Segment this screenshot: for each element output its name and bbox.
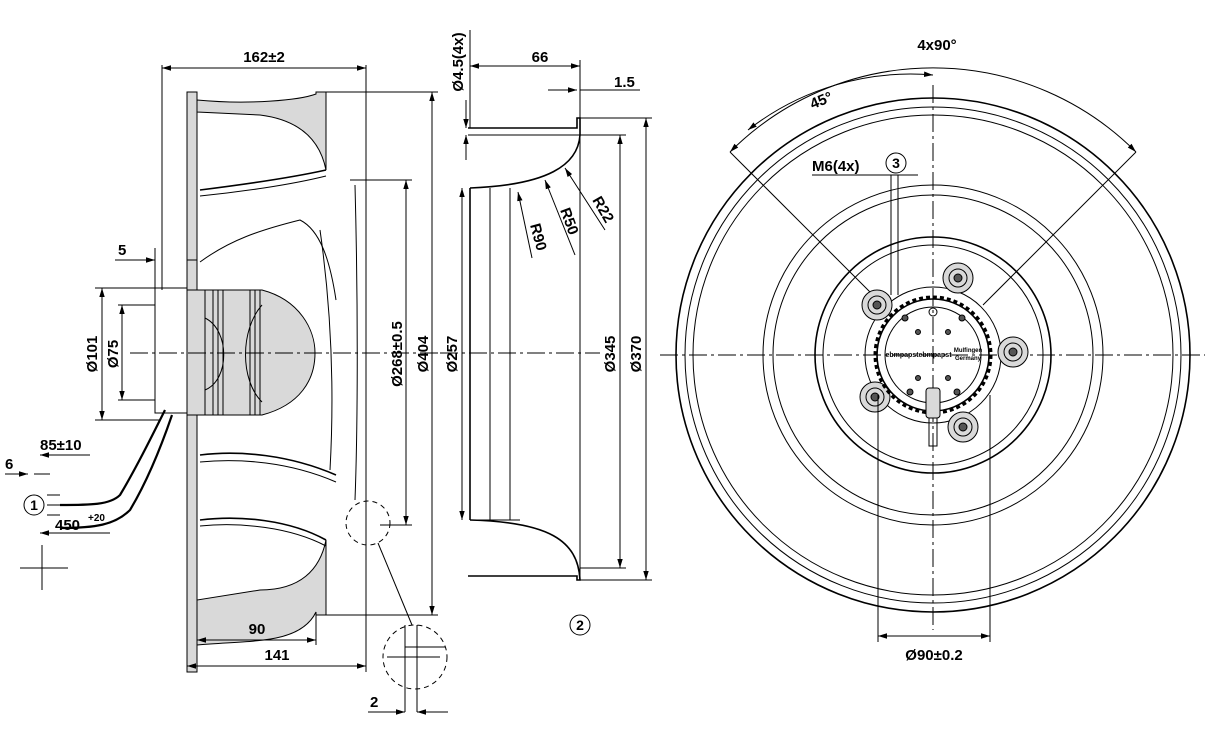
- blade: [199, 517, 327, 541]
- dim-angle-45: 45°: [808, 89, 835, 113]
- mounting-boss: [947, 411, 979, 443]
- svg-text:3: 3: [892, 155, 900, 171]
- dim-1-5: 1.5: [614, 74, 635, 91]
- callout-3: [885, 152, 907, 174]
- mounting-boss: [861, 289, 893, 321]
- dim-d257: Ø257: [444, 336, 461, 373]
- dim-66: 66: [532, 49, 549, 66]
- nozzle-profile-bottom: [468, 519, 581, 581]
- dim-cable-85: 85±10: [40, 437, 82, 454]
- section-view: 66 1.5 Ø4.5(4x) R22 R50 R90 Ø257 Ø345 Ø3…: [440, 30, 652, 636]
- dim-90: 90: [249, 621, 266, 638]
- blade-edge: [319, 229, 333, 471]
- rotor-holes: [901, 307, 966, 396]
- radius-r50: R50: [556, 206, 581, 238]
- dim-d90: Ø90±0.2: [905, 647, 962, 664]
- blade: [199, 452, 337, 476]
- svg-text:1: 1: [30, 497, 38, 513]
- mounting-boss: [942, 262, 974, 294]
- mounting-boss: [997, 336, 1029, 368]
- blade: [199, 524, 327, 547]
- dim-overall-depth: 162±2: [243, 49, 285, 66]
- dim-d268: Ø268±0.5: [389, 321, 406, 387]
- blade: [199, 169, 327, 191]
- blade: [199, 175, 327, 197]
- cable: [59, 409, 166, 507]
- front-view: 4x90° 45° M6(4x) 3: [660, 37, 1205, 664]
- cable-gland: [925, 387, 941, 419]
- thread-label: M6(4x): [812, 158, 860, 175]
- cable: [59, 414, 174, 530]
- blade: [199, 219, 337, 301]
- detail-marker: [345, 500, 391, 546]
- dim-d404: Ø404: [415, 335, 432, 372]
- motor-housing: [154, 287, 188, 414]
- dim-cable-450-tol: +20: [88, 513, 105, 524]
- nozzle-top: [196, 91, 327, 171]
- origin-label: Germany: [955, 356, 982, 362]
- blade: [199, 460, 337, 483]
- brand-label: ebmpapst: [918, 352, 952, 359]
- dim-d345: Ø345: [602, 336, 619, 373]
- dim-flange: 5: [118, 242, 126, 259]
- callout-2: [569, 614, 591, 636]
- mounting-boss: [859, 381, 891, 413]
- detail-dim-2: 2: [370, 694, 378, 711]
- radius-r22: R22: [589, 194, 617, 226]
- dim-cable-450: 450: [55, 517, 80, 534]
- detail-view: 2: [368, 624, 448, 715]
- svg-text:2: 2: [576, 617, 584, 633]
- origin-label: Mulfingen: [954, 348, 983, 354]
- callout-1: [23, 494, 45, 516]
- radius-r90: R90: [526, 222, 550, 253]
- nozzle-profile-top: [468, 117, 581, 189]
- dim-cable-6: 6: [5, 456, 13, 473]
- dim-hole: Ø4.5(4x): [450, 32, 467, 91]
- side-view: 162±2 5 Ø101 Ø75 Ø268±0.5 Ø404 90 141 6: [5, 49, 448, 715]
- dim-141: 141: [264, 647, 289, 664]
- dim-d75: Ø75: [105, 340, 122, 368]
- dim-d370: Ø370: [628, 336, 645, 373]
- dim-d101: Ø101: [84, 336, 101, 373]
- blade-edge: [354, 184, 358, 501]
- dim-angle-total: 4x90°: [917, 37, 956, 54]
- brand-label: ebmpapst: [885, 352, 919, 359]
